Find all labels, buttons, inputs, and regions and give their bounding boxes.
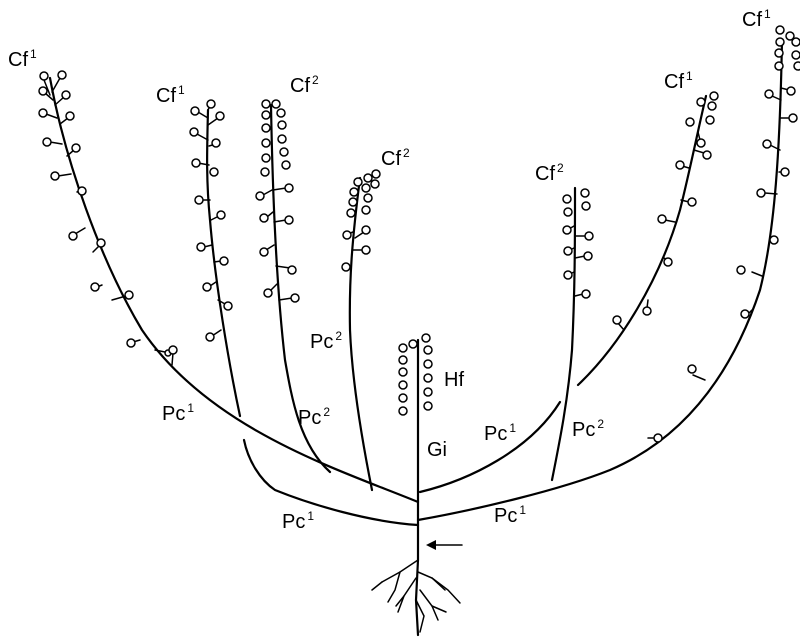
- label-hf: Hf: [444, 369, 464, 391]
- cysts-center-left: [255, 99, 300, 303]
- label-gi: Gi: [427, 439, 447, 461]
- cysts-far-left: [38, 70, 178, 366]
- cysts-right-center: [562, 188, 594, 299]
- cysts-far-right: [647, 25, 800, 443]
- cysts-hf: [398, 333, 433, 491]
- cysts-left: [189, 99, 233, 342]
- arrow-indicator: [426, 540, 463, 550]
- rhizoids: [371, 559, 461, 633]
- cysts-center: [341, 169, 381, 272]
- branches: [48, 38, 784, 527]
- cysts-right: [612, 91, 719, 331]
